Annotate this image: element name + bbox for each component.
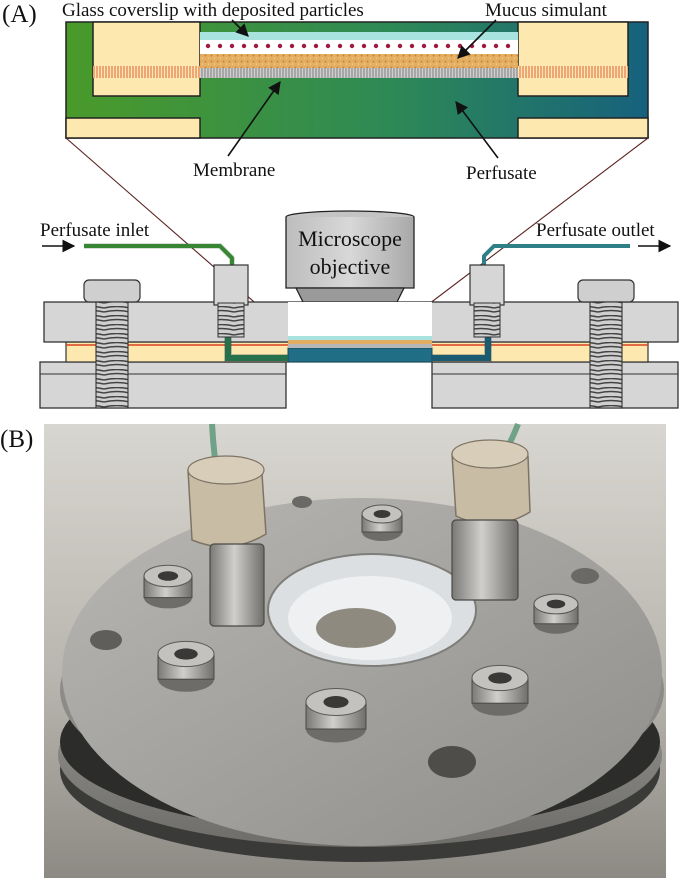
particle-dot bbox=[277, 43, 283, 49]
particle-dot bbox=[445, 43, 451, 49]
particle-dot bbox=[205, 43, 211, 49]
particle-dot bbox=[397, 43, 403, 49]
photo-fittings bbox=[187, 422, 531, 627]
panel-b-label: (B) bbox=[0, 426, 33, 453]
particle-dot bbox=[313, 43, 319, 49]
left-upper-block bbox=[92, 21, 201, 97]
outlet-fitting-thread bbox=[473, 302, 501, 338]
mucus-spot bbox=[316, 608, 396, 648]
device-photo bbox=[44, 424, 666, 878]
right-upper-block bbox=[517, 21, 629, 97]
membrane-small bbox=[288, 344, 432, 348]
assembly-cross-section bbox=[39, 264, 679, 409]
particle-dot bbox=[505, 43, 511, 49]
perfusate-chamber bbox=[287, 347, 433, 363]
particle-dot bbox=[385, 43, 391, 49]
air-gap bbox=[200, 40, 518, 54]
zoomed-chamber bbox=[65, 21, 649, 139]
right-bolt-head bbox=[577, 279, 635, 303]
inlet-annotation: Perfusate inlet bbox=[40, 220, 150, 241]
top-plate-window bbox=[288, 302, 432, 342]
photo-screws bbox=[143, 504, 579, 743]
screw-socket bbox=[373, 510, 391, 518]
mucus-arrow bbox=[457, 19, 497, 59]
top-disc bbox=[62, 498, 662, 846]
hole-back bbox=[292, 496, 312, 508]
right-bolt-shaft bbox=[589, 301, 623, 409]
particle-dot bbox=[349, 43, 355, 49]
coverslip-arrow bbox=[231, 19, 249, 37]
particle-dot bbox=[301, 43, 307, 49]
left-bolt-head bbox=[83, 279, 141, 303]
hole-front bbox=[428, 746, 476, 778]
perfusate-arrow bbox=[455, 100, 499, 159]
screw-socket bbox=[488, 672, 512, 684]
membrane-layer bbox=[200, 68, 518, 78]
mucus-small bbox=[288, 340, 432, 344]
photo-screw bbox=[157, 640, 215, 692]
left-lower-block bbox=[65, 117, 201, 139]
panel-a-label: (A) bbox=[2, 1, 37, 28]
outlet-tube bbox=[482, 244, 630, 265]
screw-socket bbox=[157, 571, 179, 581]
particle-dot bbox=[361, 43, 367, 49]
screw-socket bbox=[174, 648, 198, 660]
particle-dot bbox=[421, 43, 427, 49]
particle-dot bbox=[373, 43, 379, 49]
deposited-particles bbox=[205, 43, 511, 49]
particle-dot bbox=[229, 43, 235, 49]
hole-left bbox=[90, 630, 122, 650]
left-membrane-strip bbox=[93, 66, 200, 78]
particle-dot bbox=[481, 43, 487, 49]
particle-dot bbox=[265, 43, 271, 49]
inlet-tube bbox=[84, 244, 234, 265]
mucus-simulant-layer bbox=[200, 54, 518, 68]
coverslip-small bbox=[288, 336, 432, 340]
membrane-annotation: Membrane bbox=[193, 160, 275, 181]
inlet-fitting-thread bbox=[217, 302, 245, 338]
right-lower-block bbox=[517, 117, 649, 139]
coverslip-annotation: Glass coverslip with deposited particles bbox=[62, 0, 364, 21]
particle-dot bbox=[253, 43, 259, 49]
bottom-plate-right bbox=[431, 361, 679, 409]
screw-socket bbox=[323, 696, 349, 708]
inlet-tube-outline bbox=[84, 243, 235, 265]
outlet-fitting bbox=[469, 264, 505, 306]
particle-dot bbox=[241, 43, 247, 49]
screw-socket bbox=[546, 599, 566, 609]
particle-dot bbox=[409, 43, 415, 49]
inlet-fitting bbox=[213, 264, 249, 306]
photo-left-nut-top bbox=[187, 455, 265, 485]
photo-right-nut-top bbox=[451, 439, 529, 469]
photo-screw bbox=[471, 664, 529, 716]
membrane-arrow bbox=[227, 80, 281, 157]
particle-dot bbox=[217, 43, 223, 49]
particle-dot bbox=[433, 43, 439, 49]
right-membrane-strip bbox=[518, 66, 628, 78]
perfusate-annotation: Perfusate bbox=[466, 163, 537, 184]
bottom-plate-left bbox=[39, 361, 287, 409]
particle-dot bbox=[289, 43, 295, 49]
outlet-annotation: Perfusate outlet bbox=[536, 220, 655, 241]
mucus-annotation: Mucus simulant bbox=[485, 0, 608, 21]
objective-label-line1: Microscope bbox=[298, 226, 402, 251]
left-bolt-shaft bbox=[95, 301, 129, 409]
photo-screw bbox=[361, 504, 403, 541]
hole-back-right bbox=[571, 568, 599, 584]
photo-right-hex bbox=[451, 519, 519, 601]
objective-label-line2: objective bbox=[310, 254, 391, 279]
photo-screw bbox=[143, 564, 193, 609]
photo-screw bbox=[533, 593, 579, 634]
glass-coverslip bbox=[200, 32, 518, 40]
particle-dot bbox=[337, 43, 343, 49]
particle-dot bbox=[325, 43, 331, 49]
photo-screw bbox=[305, 688, 367, 743]
photo-left-hex bbox=[209, 543, 265, 627]
particle-dot bbox=[457, 43, 463, 49]
particle-dot bbox=[493, 43, 499, 49]
